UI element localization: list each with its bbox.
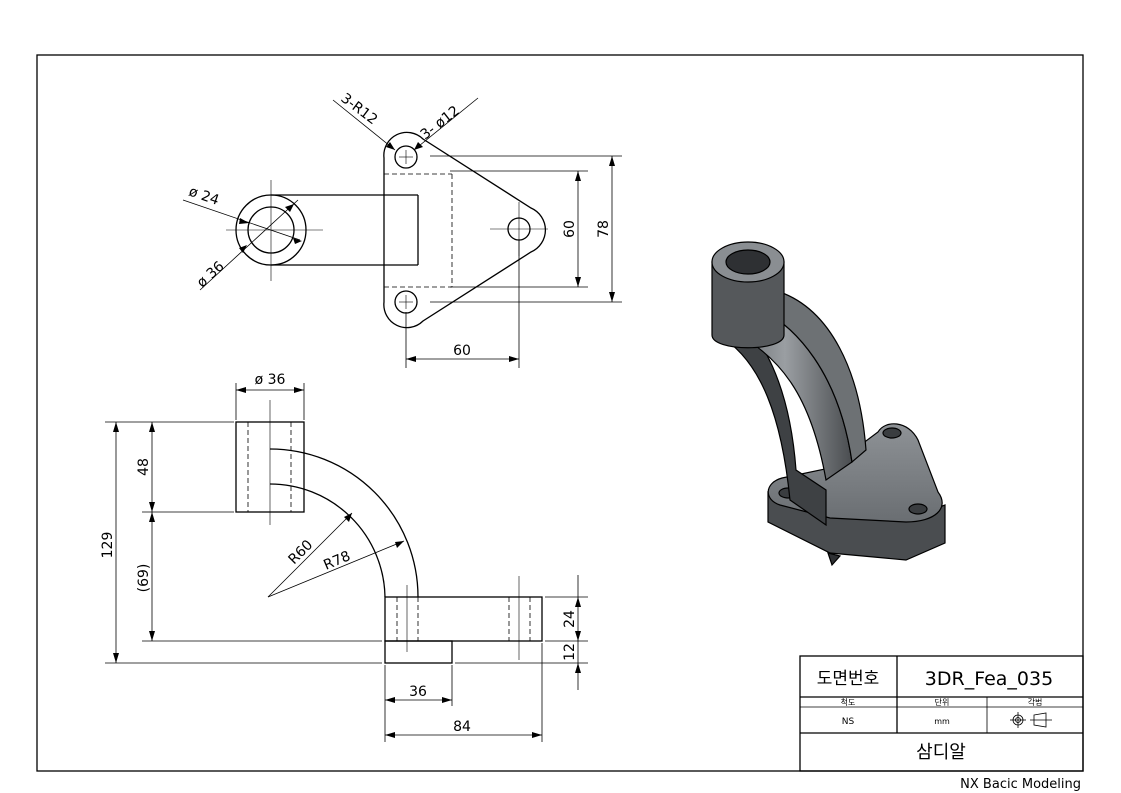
footer-caption: NX Bacic Modeling bbox=[960, 777, 1081, 792]
isometric-model bbox=[711, 241, 946, 567]
projection-label: 각법 bbox=[1028, 697, 1043, 707]
dim-48: 48 bbox=[136, 458, 152, 476]
drawing-number: 3DR_Fea_035 bbox=[925, 668, 1053, 690]
sheet-border bbox=[36, 54, 1084, 772]
dim-36-base: 36 bbox=[409, 684, 427, 700]
dim-r60: R60 bbox=[286, 537, 317, 568]
dim-129: 129 bbox=[100, 532, 116, 559]
top-view: 60 78 60 3-R12 3- ø12 ø 24 ø 36 bbox=[182, 90, 622, 368]
unit-label: 단위 bbox=[935, 697, 950, 707]
drawing-number-label: 도면번호 bbox=[817, 669, 880, 689]
dim-12: 12 bbox=[562, 643, 578, 661]
dim-24: 24 bbox=[562, 610, 578, 628]
dim-r78: R78 bbox=[321, 548, 353, 573]
dim-84: 84 bbox=[453, 719, 471, 735]
unit-value: mm bbox=[934, 717, 950, 726]
dim-phi24: ø 24 bbox=[187, 184, 221, 209]
dim-top-78: 78 bbox=[596, 220, 612, 238]
triangle-plate-outline bbox=[383, 131, 547, 329]
third-angle-projection-icon bbox=[1010, 712, 1052, 728]
callout-3-phi12: 3- ø12 bbox=[418, 103, 463, 143]
company-name: 삼디알 bbox=[916, 742, 966, 763]
dim-phi36-top: ø 36 bbox=[194, 258, 228, 291]
title-block: 도면번호 3DR_Fea_035 척도 단위 각법 NS mm 삼디알 bbox=[799, 655, 1084, 772]
scale-value: NS bbox=[842, 717, 855, 727]
front-view: ø 36 48 (69) 129 R60 R78 24 12 bbox=[100, 372, 588, 742]
dim-top-60-vertical: 60 bbox=[562, 220, 578, 238]
dim-top-60-horizontal: 60 bbox=[453, 343, 471, 359]
dim-69-ref: (69) bbox=[136, 564, 152, 593]
dim-phi36-front: ø 36 bbox=[255, 372, 286, 388]
scale-label: 척도 bbox=[841, 698, 856, 707]
